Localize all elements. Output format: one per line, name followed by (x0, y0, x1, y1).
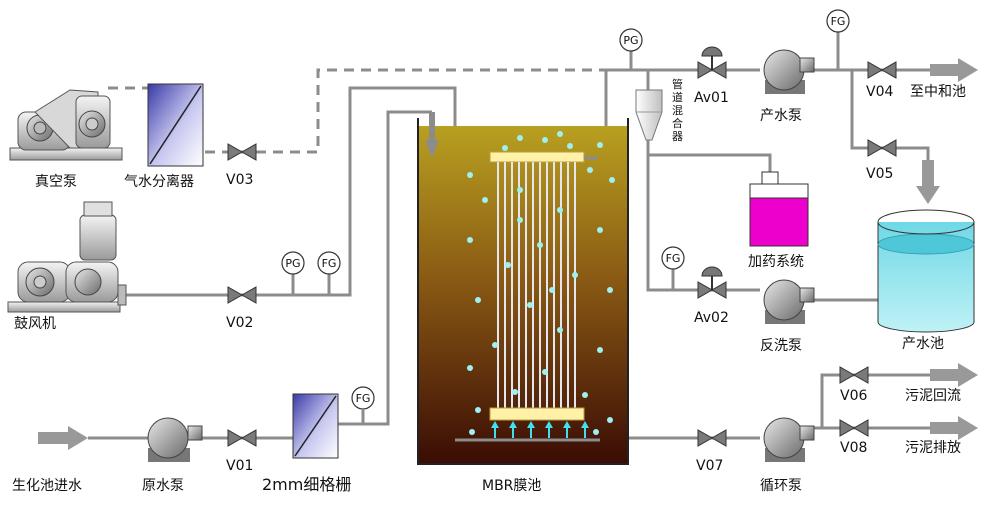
gas-water-separator (147, 83, 204, 167)
sludge-discharge-arrow-icon (930, 416, 978, 440)
gauge-fg3-icon (661, 246, 685, 270)
actuators (701, 46, 723, 290)
dosing-line (648, 153, 772, 172)
gauge-pg2-label: PG (623, 34, 638, 47)
inflow-arrow-icon (38, 426, 88, 450)
sludge-return-line (810, 373, 930, 430)
dosing-system-label: 加药系统 (748, 254, 804, 270)
pipe-mixer-char-1: 管 (672, 77, 683, 91)
actuator-av01-icon (701, 46, 723, 57)
gauge-fg3-label: FG (666, 252, 681, 265)
valve-v08-label: V08 (840, 440, 867, 456)
feed-arrow-icon (425, 140, 439, 158)
product-pump (763, 49, 815, 94)
gas-water-separator-label: 气水分离器 (124, 173, 194, 190)
valve-v07-label: V07 (696, 458, 723, 474)
product-pump-label: 产水泵 (760, 108, 802, 124)
valve-v01-label: V01 (226, 458, 253, 474)
valve-v07-icon (697, 429, 727, 447)
blower (7, 201, 127, 313)
mbr-tank-label: MBR膜池 (482, 478, 541, 494)
vacuum-pump-label: 真空泵 (35, 174, 77, 190)
gauge-fg1-icon (317, 251, 341, 275)
valve-av02-label: Av02 (694, 310, 729, 326)
valve-v05-icon (867, 139, 897, 157)
pipe-mixer-char-4: 合 (672, 116, 683, 130)
raw-water-pump (147, 417, 203, 462)
membrane-module (489, 151, 585, 421)
gauge-fg4-icon (351, 386, 375, 410)
valve-v08-icon (839, 419, 869, 437)
circulation-pump-label: 循环泵 (760, 478, 802, 494)
product-tank (877, 209, 975, 333)
gauge-fg1-label: FG (322, 257, 337, 270)
air-bubbles (467, 131, 615, 435)
valve-v06-icon (839, 366, 869, 384)
valve-v03-label: V03 (226, 172, 253, 188)
fine-screen-label: 2mm细格栅 (262, 475, 351, 494)
inflow-label: 生化池进水 (12, 478, 82, 494)
pipe-mixer-char-2: 道 (672, 90, 683, 104)
product-tank-label: 产水池 (902, 336, 944, 352)
pipe-mixer-char-3: 混 (672, 104, 683, 117)
dosing-system (749, 171, 809, 247)
actuator-av02-icon (701, 266, 723, 277)
aeration-arrows (491, 421, 589, 438)
valve-v04-label: V04 (866, 84, 893, 100)
gauge-pg1-label: PG (285, 257, 300, 270)
to-neutral-arrow-icon (930, 58, 978, 82)
valves (227, 61, 897, 447)
fine-screen (292, 393, 339, 459)
gauges (281, 9, 850, 410)
valve-v02-icon (227, 286, 257, 304)
vacuum-line-b (205, 68, 606, 154)
sludge-discharge-label: 污泥排放 (905, 440, 961, 456)
sludge-return-arrow-icon (930, 363, 978, 387)
valve-v06-label: V06 (840, 388, 867, 404)
vacuum-pump (9, 89, 123, 161)
gauge-fg2-icon (826, 9, 850, 33)
gauge-fg4-label: FG (356, 392, 371, 405)
to-neutral-tank-label: 至中和池 (910, 84, 966, 100)
backwash-pump (763, 279, 815, 324)
hollow-fibers (497, 162, 576, 408)
valve-av01-label: Av01 (694, 90, 729, 106)
valve-v02-label: V02 (226, 315, 253, 331)
valve-v05-label: V05 (866, 166, 893, 182)
gauge-pg2-icon (619, 28, 643, 52)
gauge-fg2-label: FG (831, 15, 846, 28)
pipe-mixer-char-5: 器 (672, 130, 683, 143)
to-product-tank-arrow-icon (916, 160, 940, 204)
blower-label: 鼓风机 (14, 316, 56, 332)
valve-v01-icon (227, 429, 257, 447)
backwash-pump-label: 反洗泵 (760, 338, 802, 354)
raw-water-pump-label: 原水泵 (142, 478, 184, 494)
tank-wall (417, 118, 629, 465)
valve-v04-icon (867, 61, 897, 79)
gauge-pg1-icon (281, 251, 305, 275)
mbr-tank (417, 112, 629, 465)
valve-v03-icon (227, 143, 257, 161)
sludge-return-label: 污泥回流 (905, 388, 961, 404)
pipe-mixer (635, 89, 663, 141)
circulation-pump (763, 417, 815, 462)
